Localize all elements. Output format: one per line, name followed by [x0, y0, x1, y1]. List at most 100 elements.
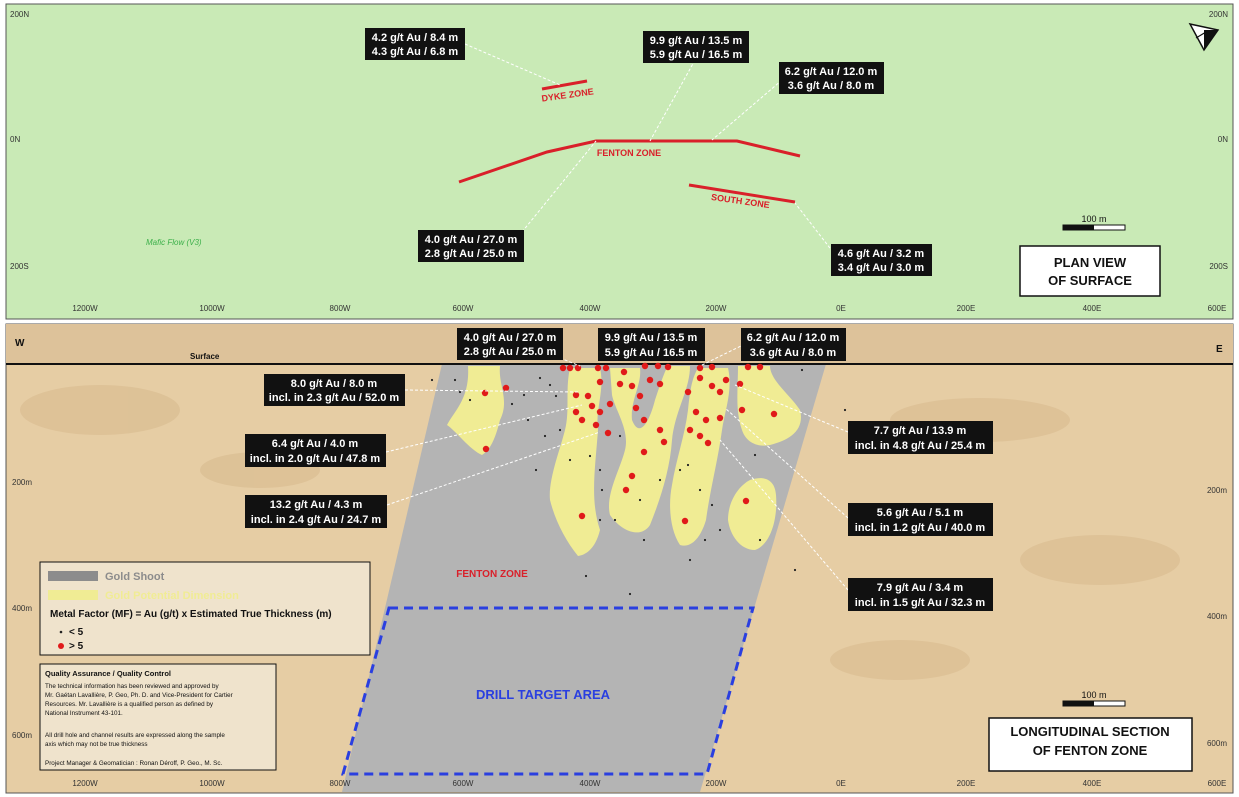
callout-line: 9.9 g/t Au / 13.5 m: [605, 332, 698, 344]
depth-tick-right: 200m: [1207, 486, 1227, 495]
section-callout: 8.0 g/t Au / 8.0 m incl. in 2.3 g/t Au /…: [264, 374, 405, 406]
high-mf-intercept: [628, 472, 636, 480]
drill-target-label: DRILL TARGET AREA: [476, 687, 611, 702]
callout-line: 3.6 g/t Au / 8.0 m: [750, 347, 837, 359]
high-mf-intercept: [559, 364, 567, 372]
section-x-tick: 200W: [706, 779, 727, 788]
low-mf-intercept: [598, 518, 602, 522]
section-x-tick: 800W: [330, 779, 351, 788]
high-mf-intercept: [656, 426, 664, 434]
section-x-tick: 400W: [580, 779, 601, 788]
callout-line: 7.9 g/t Au / 3.4 m: [877, 582, 964, 594]
high-mf-intercept: [656, 380, 664, 388]
legend-gold-potential-label: Gold Potential Dimension: [105, 590, 239, 602]
plan-x-tick: 0E: [836, 304, 846, 313]
callout-line: 6.2 g/t Au / 12.0 m: [785, 66, 878, 78]
high-mf-intercept: [708, 363, 716, 371]
depth-tick-left: 200m: [12, 478, 32, 487]
drill-intercepts: [430, 362, 847, 596]
low-mf-intercept: [543, 434, 547, 438]
high-mf-intercept: [770, 410, 778, 418]
drill-target-outline: [341, 606, 755, 776]
plan-view-panel: 200N 0N 200S 200N 0N 200S 1200W 1000W 80…: [5, 3, 1234, 320]
high-mf-intercept: [616, 380, 624, 388]
low-mf-intercept: [458, 390, 462, 394]
high-mf-intercept: [572, 391, 580, 399]
north-arrow-icon: [1188, 22, 1220, 52]
plan-y-tick-left: 200S: [10, 262, 29, 271]
low-mf-intercept: [628, 592, 632, 596]
west-label: W: [15, 338, 25, 349]
high-mf-intercept: [566, 364, 574, 372]
section-x-tick: 1200W: [72, 779, 98, 788]
plan-y-tick-right: 200N: [1209, 10, 1228, 19]
high-mf-intercept: [686, 426, 694, 434]
section-x-tick: 0E: [836, 779, 846, 788]
callout-line: 4.2 g/t Au / 8.4 m: [372, 32, 459, 44]
low-mf-intercept: [613, 518, 617, 522]
low-mf-intercept: [843, 408, 847, 412]
gold-potential-swatch: [48, 590, 98, 600]
qaqc-line: Mr. Gaétan Lavallière, P. Geo, Ph. D. an…: [45, 692, 233, 699]
high-mf-intercept: [632, 404, 640, 412]
high-mf-intercept: [574, 364, 582, 372]
high-mf-intercept: [578, 416, 586, 424]
callout-line: 4.3 g/t Au / 6.8 m: [372, 46, 459, 58]
callout-line: incl. in 2.0 g/t Au / 47.8 m: [250, 453, 381, 465]
low-mf-intercept: [638, 498, 642, 502]
qaqc-line: All drill hole and channel results are e…: [45, 732, 225, 739]
high-mf-intercept: [620, 368, 628, 376]
low-mf-intercept: [568, 458, 572, 462]
section-callout: 6.4 g/t Au / 4.0 m incl. in 2.0 g/t Au /…: [245, 434, 386, 467]
high-mf-intercept: [588, 402, 596, 410]
high-mf-intercept: [692, 408, 700, 416]
qaqc-line: Resources. Mr. Lavallière is a qualified…: [45, 701, 214, 708]
high-mf-intercept: [722, 376, 730, 384]
callout-line: 3.4 g/t Au / 3.0 m: [838, 262, 925, 274]
high-mf-intercept: [604, 429, 612, 437]
low-mf-intercept: [534, 468, 538, 472]
plan-y-tick-left: 200N: [10, 10, 29, 19]
plan-view-title: PLAN VIEW OF SURFACE: [1019, 245, 1161, 297]
callout-line: 5.6 g/t Au / 5.1 m: [877, 507, 964, 519]
callout-line: 4.0 g/t Au / 27.0 m: [464, 332, 557, 344]
high-mf-intercept: [660, 438, 668, 446]
title-line: PLAN VIEW: [1054, 255, 1127, 270]
plan-scale-bar: 100 m: [1062, 214, 1126, 231]
callout-line: 6.2 g/t Au / 12.0 m: [747, 332, 840, 344]
low-mf-intercept: [600, 488, 604, 492]
section-scale-bar: 100 m: [1062, 690, 1126, 707]
legend-high-label: > 5: [69, 641, 84, 652]
callout-line: 4.6 g/t Au / 3.2 m: [838, 248, 925, 260]
plan-x-tick: 200E: [957, 304, 976, 313]
low-mf-intercept: [710, 503, 714, 507]
callout-line: 8.0 g/t Au / 8.0 m: [291, 378, 378, 390]
callout-line: 4.0 g/t Au / 27.0 m: [425, 234, 518, 246]
high-mf-intercept: [646, 376, 654, 384]
section-x-tick: 600W: [453, 779, 474, 788]
long-section-title: LONGITUDINAL SECTION OF FENTON ZONE: [988, 717, 1193, 772]
high-mf-intercept: [482, 445, 490, 453]
high-mf-intercept: [578, 512, 586, 520]
high-mf-intercept: [606, 400, 614, 408]
high-mf-intercept: [622, 486, 630, 494]
high-mf-intercept: [696, 374, 704, 382]
high-mf-intercept: [716, 414, 724, 422]
high-mf-intercept: [654, 362, 662, 370]
callout-line: 5.9 g/t Au / 16.5 m: [605, 347, 698, 359]
high-mf-intercept: [702, 416, 710, 424]
callout-line: incl. in 4.8 g/t Au / 25.4 m: [855, 440, 986, 452]
low-mf-intercept: [686, 463, 690, 467]
callout-line: incl. in 1.2 g/t Au / 40.0 m: [855, 522, 986, 534]
low-mf-intercept: [548, 383, 552, 387]
plan-x-tick: 400E: [1083, 304, 1102, 313]
high-mf-intercept: [641, 362, 649, 370]
plan-y-tick-right: 200S: [1209, 262, 1228, 271]
surface-label: Surface: [190, 352, 220, 361]
high-mf-intercept: [640, 448, 648, 456]
low-mf-intercept: [584, 574, 588, 578]
depth-tick-right: 600m: [1207, 739, 1227, 748]
low-mf-intercept: [430, 378, 434, 382]
low-mf-intercept: [588, 454, 592, 458]
low-mf-intercept: [758, 538, 762, 542]
